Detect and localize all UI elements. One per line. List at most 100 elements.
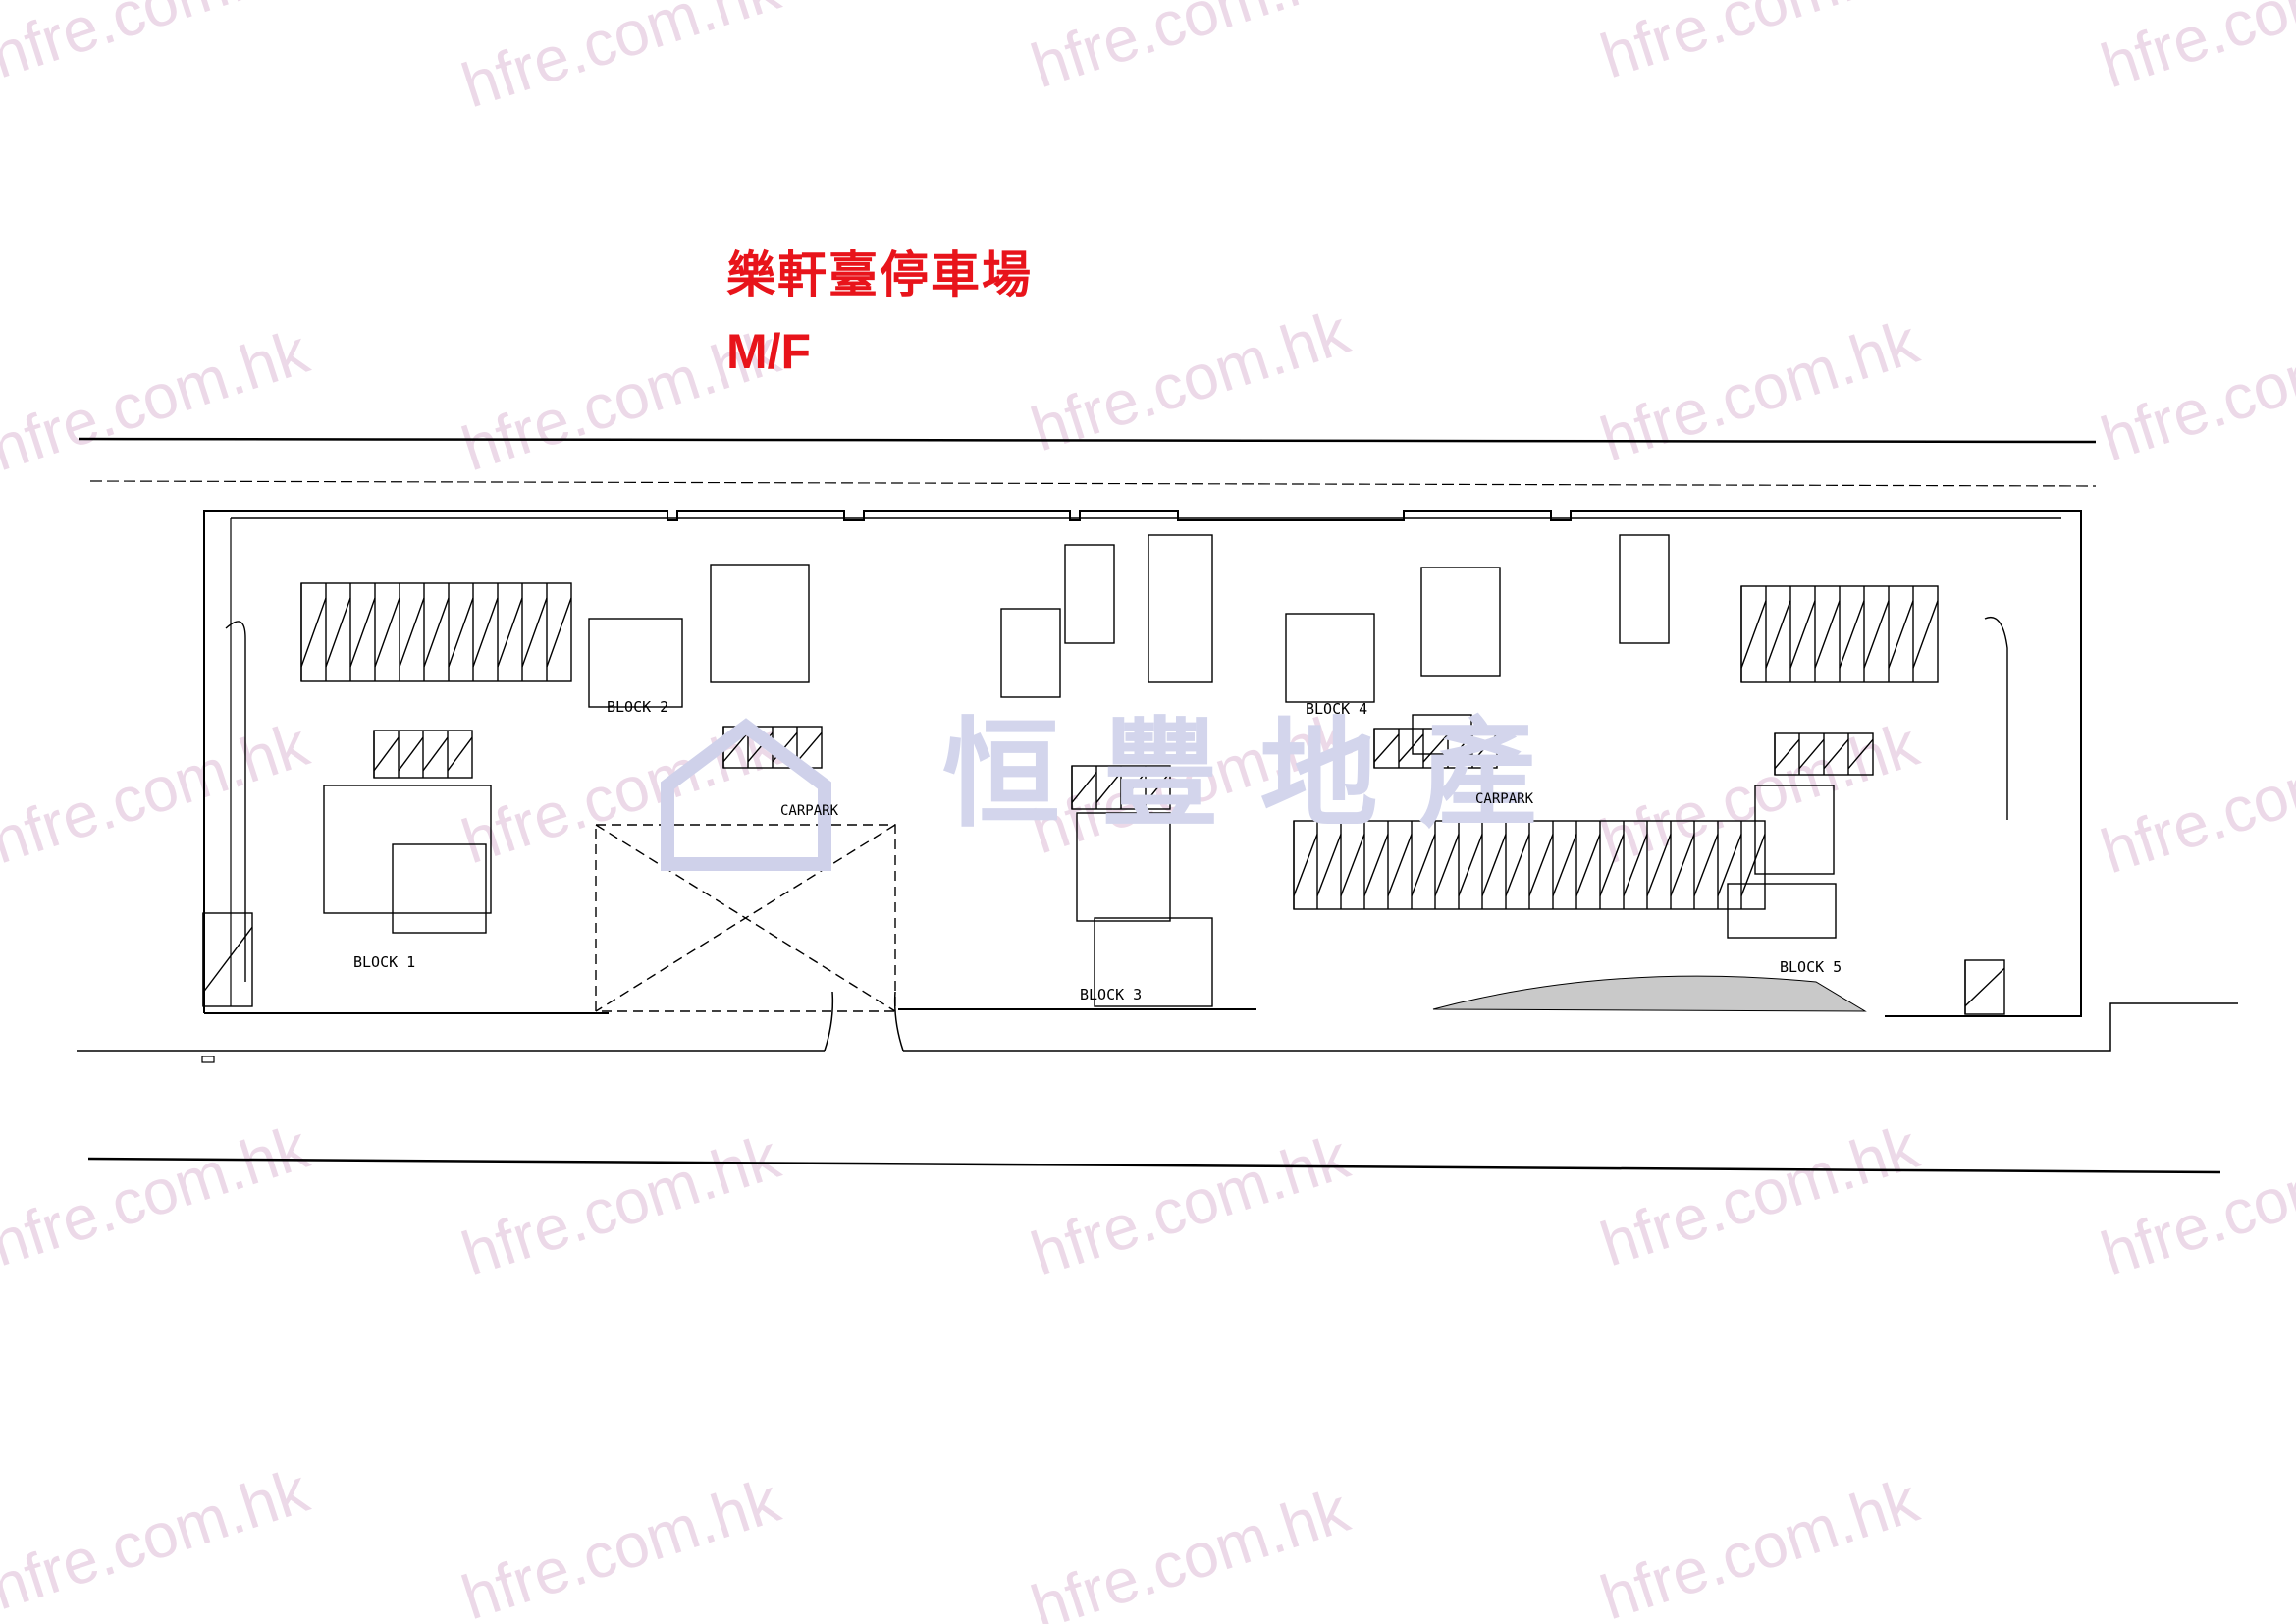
ramp-west: [225, 621, 246, 982]
bay-row-182-183-diagonal: [1964, 967, 2005, 1007]
watermark-text: hfre.com.hk: [2093, 718, 2296, 887]
block-core: [1619, 534, 1670, 644]
bay-row-176-180-diagonal: [1823, 738, 1849, 770]
watermark-text: hfre.com.hk: [2093, 0, 2296, 101]
bay-row-117-143-diagonal: [1363, 834, 1389, 896]
block-core: [1727, 883, 1837, 939]
watermark-text: hfre.com.hk: [1592, 1464, 1927, 1624]
bay-row-176-180-diagonal: [1847, 738, 1874, 770]
bay-row-147-162-diagonal: [1765, 600, 1791, 669]
bay-row-117-143-diagonal: [1575, 834, 1601, 896]
watermark-text: hfre.com.hk: [1592, 708, 1927, 877]
watermark-text: hfre.com.hk: [1592, 0, 1927, 91]
bay-row-54-57-diagonal: [1120, 772, 1147, 803]
bay-row-117-143-diagonal: [1316, 834, 1342, 896]
block-core: [323, 785, 492, 914]
bay-row-54-57-diagonal: [1071, 772, 1097, 803]
bay-row-176-180-diagonal: [1774, 738, 1800, 770]
block-core: [1094, 917, 1213, 1007]
watermark-text: hfre.com.hk: [2093, 1120, 2296, 1289]
block-core: [1076, 812, 1171, 922]
bay-row-117-143-diagonal: [1552, 834, 1577, 896]
ramp-east: [1984, 617, 2008, 820]
bay-row-1-21-diagonal: [374, 597, 400, 668]
bay-row-117-143-diagonal: [1293, 834, 1318, 896]
bay-row-1-21-diagonal: [349, 597, 376, 668]
block-core: [1064, 544, 1115, 644]
bay-row-117-143-diagonal: [1458, 834, 1483, 896]
block-core: [710, 564, 810, 683]
bay-row-117-143-diagonal: [1505, 834, 1530, 896]
bay-row-147-162-diagonal: [1740, 600, 1767, 669]
watermark-text: hfre.com.hk: [1023, 1474, 1358, 1624]
bay-row-1-21-diagonal: [521, 597, 548, 668]
bay-row-1-21-diagonal: [546, 597, 572, 668]
bay-row-20-24-diagonal: [202, 926, 253, 994]
block-core: [1420, 567, 1501, 677]
watermark-text: hfre.com.hk: [0, 0, 317, 91]
bay-row-121-126-diagonal: [1447, 733, 1473, 763]
bay-row-1-21-diagonal: [448, 597, 474, 668]
watermark-text: hfre.com.hk: [0, 315, 317, 484]
page-title: 樂軒臺停車場: [726, 246, 1033, 303]
bay-row-147-162-diagonal: [1789, 600, 1816, 669]
block-core: [1412, 714, 1472, 755]
carpark-label-west: CARPARK: [780, 803, 839, 819]
bay-row-1-21-diagonal: [399, 597, 425, 668]
road-lines: [77, 437, 2238, 1174]
bay-row-121-126-diagonal: [1422, 733, 1449, 763]
bay-row-36-40-diagonal: [422, 736, 449, 772]
watermark-text: hfre.com.hk: [454, 0, 788, 121]
watermark-text: hfre.com.hk: [1592, 305, 1927, 474]
landscape-strip: [1432, 975, 1867, 1012]
bay-row-117-143-diagonal: [1670, 834, 1695, 896]
block-core: [1285, 613, 1375, 703]
bay-row-147-162-diagonal: [1839, 600, 1865, 669]
bay-row-1-21-diagonal: [423, 597, 450, 668]
bay-row-36-40-diagonal: [398, 736, 424, 772]
bay-row-36-40-diagonal: [373, 736, 400, 772]
bay-row-52-55-diagonal: [722, 731, 749, 763]
block-2-label: BLOCK 2: [607, 698, 668, 716]
building-outline: [203, 510, 2082, 1017]
bay-row-121-126-diagonal: [1398, 733, 1424, 763]
bay-row-54-57-diagonal: [1095, 772, 1122, 803]
bay-row-121-126-diagonal: [1471, 733, 1498, 763]
block-core: [588, 618, 683, 708]
bay-row-176-180-diagonal: [1798, 738, 1825, 770]
watermark-text: hfre.com.hk: [0, 1110, 317, 1279]
watermark-text: hfre.com.hk: [454, 1464, 788, 1624]
bay-row-1-21-diagonal: [472, 597, 499, 668]
bay-row-1-21-diagonal: [497, 597, 523, 668]
bay-row-117-143-diagonal: [1528, 834, 1554, 896]
bay-row-117-143-diagonal: [1740, 834, 1766, 896]
watermark-text: hfre.com.hk: [2093, 305, 2296, 474]
block-1-label: BLOCK 1: [353, 953, 415, 971]
bay-row-117-143-diagonal: [1387, 834, 1413, 896]
bay-row-117-143-diagonal: [1717, 834, 1742, 896]
bay-row-147-162-diagonal: [1814, 600, 1841, 669]
block-core: [1000, 608, 1061, 698]
bay-row-52-55-diagonal: [796, 731, 823, 763]
bay-row-1-21-diagonal: [300, 597, 327, 668]
bay-row-54-57-diagonal: [1145, 772, 1171, 803]
watermark-text: hfre.com.hk: [1023, 0, 1358, 101]
block-core: [1148, 534, 1213, 683]
bay-row-117-143-diagonal: [1599, 834, 1625, 896]
watermark-text: hfre.com.hk: [1023, 1120, 1358, 1289]
block-core: [1754, 785, 1835, 875]
ramp-void-diagonal: [595, 824, 896, 1012]
bay-row-1-21-diagonal: [325, 597, 351, 668]
watermark-text: hfre.com.hk: [0, 1454, 317, 1623]
bay-row-117-143-diagonal: [1434, 834, 1460, 896]
brand-watermark: 恒 豐 地 產: [661, 707, 1536, 871]
bay-row-147-162-diagonal: [1863, 600, 1890, 669]
watermark-text: hfre.com.hk: [454, 1120, 788, 1289]
bay-row-117-143-diagonal: [1646, 834, 1672, 896]
block-4-label: BLOCK 4: [1306, 700, 1367, 718]
house-logo-icon: [661, 718, 831, 871]
watermark-text: hfre.com.hk: [1592, 1110, 1927, 1279]
bay-row-117-143-diagonal: [1340, 834, 1365, 896]
watermark-text: hfre.com.hk: [0, 708, 317, 877]
